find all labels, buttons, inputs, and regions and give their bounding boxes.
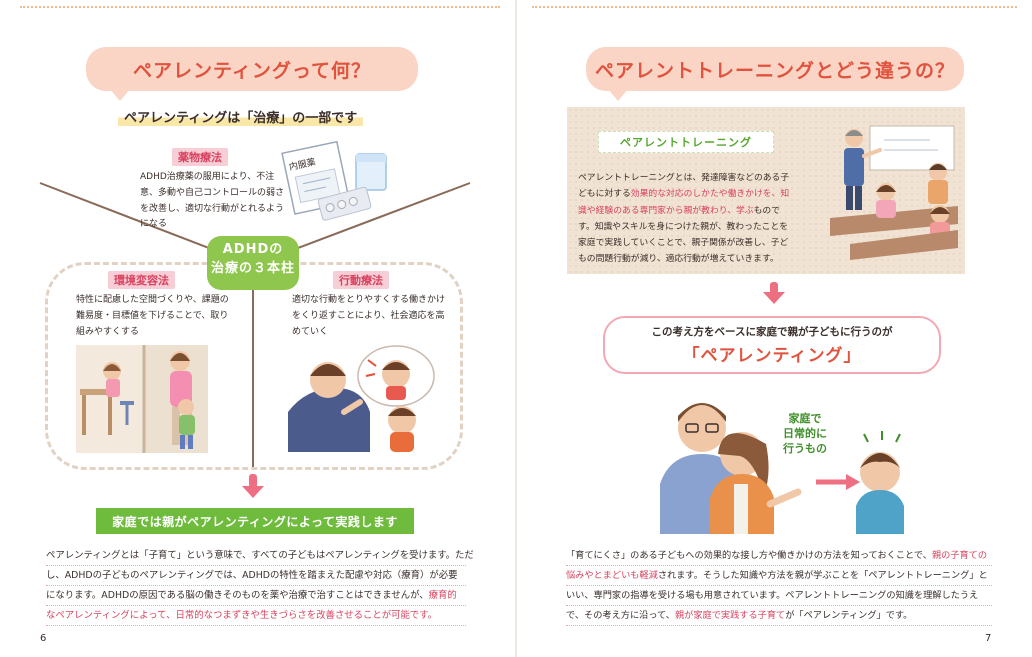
top-dotted-rule-right [532, 6, 1017, 8]
behavior-text: 適切な行動をとりやすくする働きかけ をくり返すことにより、社会適応を高 めていく [292, 295, 446, 337]
behavior-tag: 行動療法 [333, 271, 389, 289]
page-number-left: 6 [40, 633, 47, 644]
medication-tag: 薬物療法 [172, 148, 228, 166]
medicine-illustration: 内服薬 [281, 140, 387, 221]
right-title: ペアレントトレーニングとどう違うの？ [594, 59, 955, 82]
daily-at-home-callout: 家庭で 日常的に 行うもの [783, 412, 827, 455]
left-subtitle: ペアレンティングは「治療」の一部です [118, 107, 364, 126]
parenting-definition-callout: この考え方をベースに家庭で親が子どもに行うのが 「ペアレンティング」 [603, 316, 941, 374]
environment-illustration [76, 345, 208, 453]
family-illustration [660, 403, 904, 534]
right-title-bubble: ペアレントトレーニングとどう違うの？ [586, 47, 964, 101]
down-arrow-stem-right [770, 282, 778, 294]
practice-at-home-bar: 家庭では親がペアレンティングによって実践します [96, 508, 414, 534]
left-title-bubble: ペアレンティングって何？ [86, 47, 418, 101]
classroom-illustration [830, 125, 958, 260]
down-arrow-stem-left [249, 474, 257, 488]
training-text: ペアレントトレーニングとは、発達障害などのある子 どもに対する効果的な対応のしか… [578, 173, 790, 265]
page-number-right: 7 [985, 633, 992, 644]
environment-tag: 環境変容法 [108, 271, 175, 289]
down-arrow-left-icon [242, 486, 264, 498]
behavior-illustration [288, 345, 435, 452]
top-dotted-rule-left [20, 6, 500, 8]
three-pillars-badge: ADHDの 治療の３本柱 [207, 236, 299, 290]
left-title: ペアレンティングって何？ [133, 59, 371, 82]
left-paragraph: ペアレンティングとは「子育て」という意味で、すべての子どもはペアレンティングを受… [46, 546, 474, 626]
page-spine [515, 0, 517, 657]
right-paragraph: 「育てにくさ」のある子どもへの効果的な接し方や働きかけの方法を知っておくことで、… [566, 546, 992, 626]
environment-text: 特性に配慮した空間づくりや、課題の 難易度・目標値を下げることで、取り 組みやす… [76, 295, 229, 337]
down-arrow-right-icon [763, 292, 785, 304]
training-label: ペアレントトレーニング [598, 131, 774, 153]
medication-text: ADHD治療薬の服用により、不注 意、多動や自己コントロールの弱さ を改善し、適… [140, 172, 285, 230]
